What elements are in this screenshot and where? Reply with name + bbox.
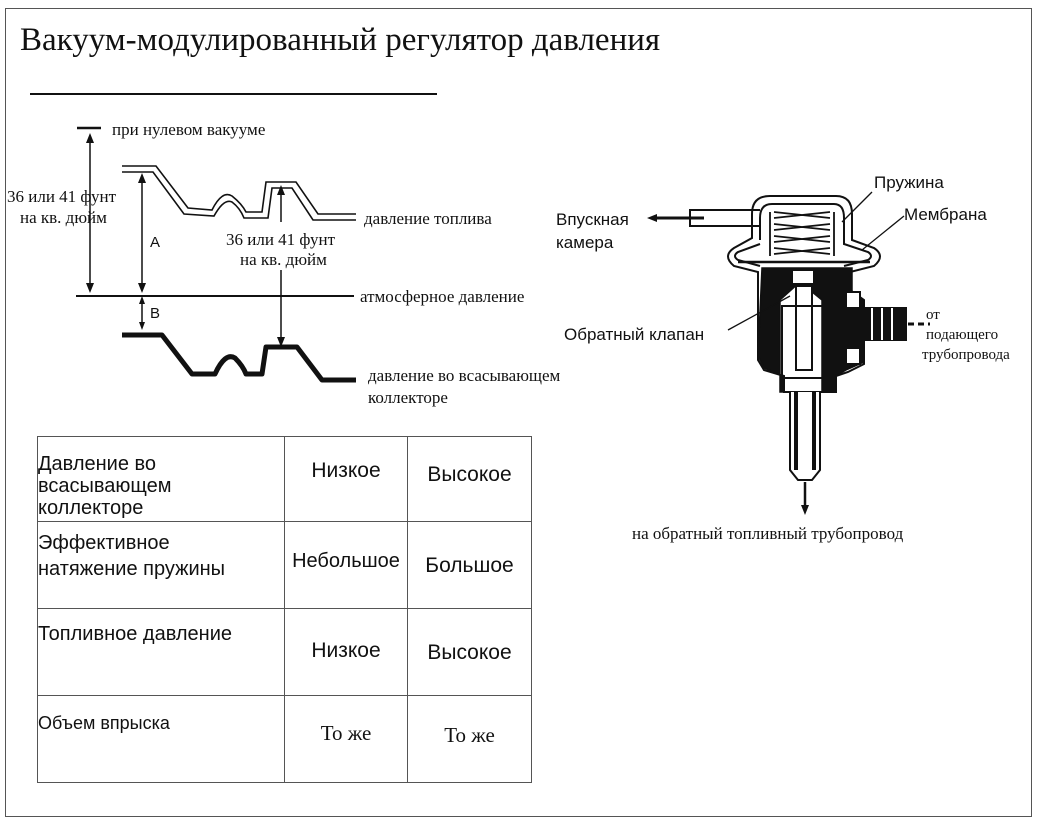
row-label-line: Эффективное [38,532,170,554]
high-value: То же [407,695,532,783]
membrane-label: Мембрана [904,205,987,224]
comparison-table: Давление во всасывающем коллекторе Низко… [37,436,532,783]
left-pressure-label-line2: на кв. дюйм [20,208,107,227]
low-value: Низкое [284,436,408,522]
table-row: Объем впрыска То же То же [37,695,532,783]
table-row: Давление во всасывающем коллекторе Низко… [37,436,532,522]
table-row: Эффективное натяжение пружины Небольшое … [37,521,532,609]
row-label: Давление во всасывающем коллекторе [37,436,285,522]
spring-label: Пружина [874,173,944,192]
row-label: Эффективное натяжение пружины [37,521,285,609]
low-value: Низкое [284,608,408,696]
row-label-line: всасывающем [38,475,172,497]
manifold-pressure-label-line1: давление во всасывающем [368,366,561,385]
manifold-pressure-label-line2: коллекторе [368,388,448,407]
page-title: Вакуум-модулированный регулятор давления [20,22,661,58]
low-value: Небольшое [284,521,408,609]
row-label-line: Давление во [38,453,157,475]
low-value-text: Низкое [311,639,381,662]
supply-line-label-line1: от [926,307,940,323]
high-value-text: Высокое [427,641,512,664]
high-value-text: Высокое [427,463,512,486]
manifold-pressure-curve [122,332,356,383]
low-value-text: То же [320,721,372,745]
high-value-text: То же [444,723,495,747]
low-value-text: Низкое [311,459,381,482]
return-line-label: на обратный топливный трубопровод [632,524,904,543]
fuel-pressure-label: давление топлива [364,209,492,228]
spring-coils [769,211,835,256]
marker-b-label: B [150,305,161,322]
atmospheric-pressure-label: атмосферное давление [360,287,525,306]
high-value-text: Большое [425,554,514,577]
low-value-text: Небольшое [292,550,400,572]
supply-fitting [845,291,930,365]
high-value: Большое [407,521,532,609]
valve-stem [781,269,825,379]
table-row: Топливное давление Низкое Высокое [37,608,532,696]
supply-line-label-line2: подающего [926,327,999,343]
row-label: Объем впрыска [37,695,285,783]
zero-vacuum-label: при нулевом вакууме [112,120,266,139]
check-valve-label: Обратный клапан [564,325,705,344]
row-label-line: Объем впрыска [38,713,170,733]
left-pressure-label-line1: 36 или 41 фунт [7,187,117,206]
high-value: Высокое [407,608,532,696]
supply-line-label-line3: трубопровода [922,347,1010,363]
row-label-line: Топливное давление [38,623,233,645]
pressure-regulator-drawing [647,195,881,393]
high-value: Высокое [407,436,532,522]
row-label: Топливное давление [37,608,285,696]
low-value: То же [284,695,408,783]
regulator-cap [727,195,881,393]
row-label-line: натяжение пружины [38,558,226,580]
row-label-line: коллекторе [38,497,144,519]
regulator-body [757,267,865,393]
intake-chamber-label-line1: Впускная [556,210,629,229]
mid-pressure-label-line2: на кв. дюйм [240,250,327,269]
leader-lines [727,191,905,331]
return-outlet [789,392,821,515]
marker-a-label: A [150,234,161,251]
mid-pressure-label-line1: 36 или 41 фунт [226,230,336,249]
fuel-pressure-curve [122,165,356,221]
intake-chamber-label-line2: камера [556,233,614,252]
diagram-frame [5,8,1032,817]
